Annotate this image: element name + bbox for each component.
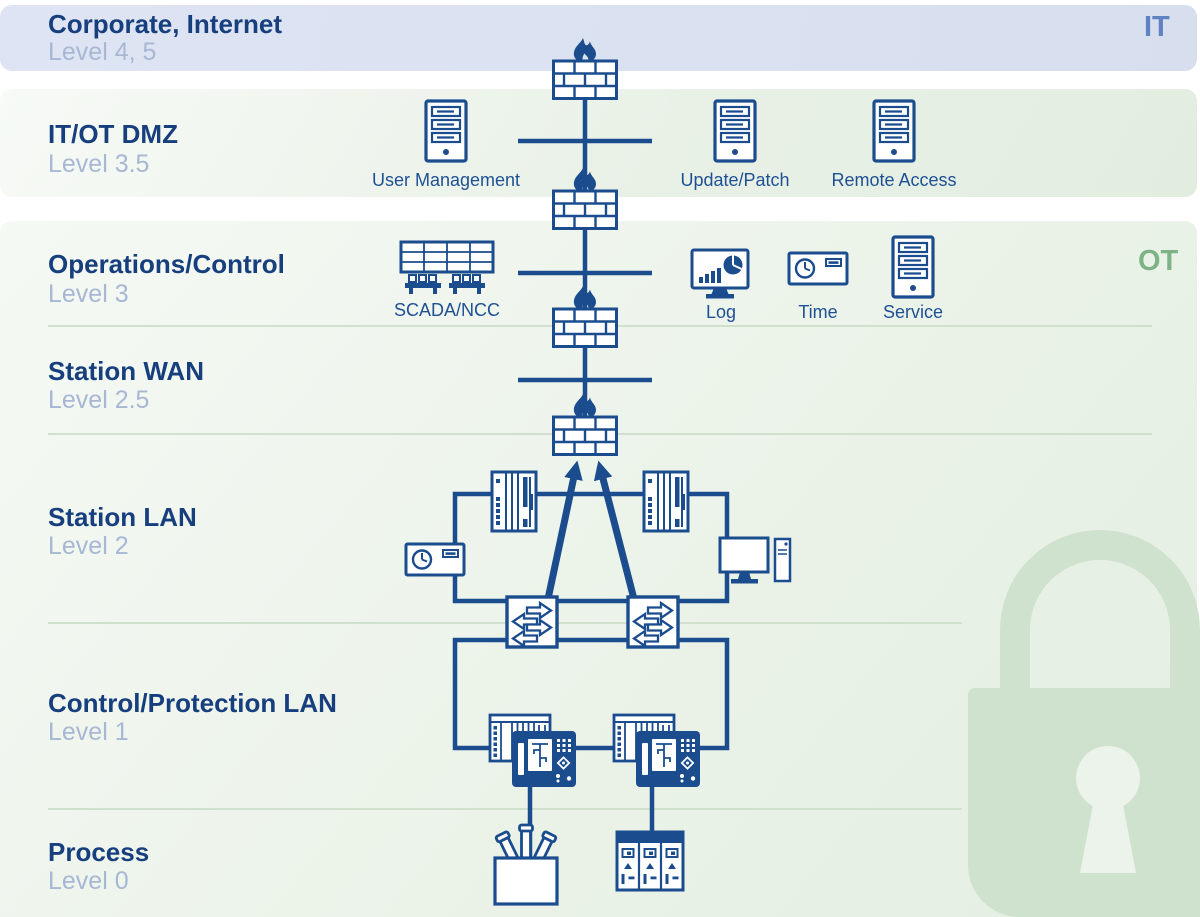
level-divider xyxy=(48,622,962,624)
label-time: Time xyxy=(798,302,838,322)
zone-level-control-lan: Level 1 xyxy=(48,718,129,746)
zone-title-station-lan: Station LAN xyxy=(48,502,197,532)
protection-relay-icon xyxy=(512,731,576,787)
firewall-icon xyxy=(552,38,618,100)
rack-controller-icon xyxy=(642,470,690,533)
label-service: Service xyxy=(882,302,944,322)
protection-relay-icon xyxy=(636,731,700,787)
level-divider xyxy=(48,808,962,810)
firewall-icon xyxy=(552,286,618,348)
server-icon xyxy=(424,99,468,163)
switch-icon xyxy=(505,595,559,649)
rack-controller-icon xyxy=(490,470,538,533)
ot-badge: OT xyxy=(1138,245,1179,277)
it-badge: IT xyxy=(1144,11,1170,43)
workstation-icon xyxy=(718,536,792,584)
label-remote-access: Remote Access xyxy=(831,170,957,190)
log-monitor-icon xyxy=(690,248,750,299)
zone-level-station-lan: Level 2 xyxy=(48,532,129,560)
zone-level-process: Level 0 xyxy=(48,867,129,895)
zone-level-corporate: Level 4, 5 xyxy=(48,38,157,66)
server-icon xyxy=(713,99,757,163)
zone-title-control-lan: Control/Protection LAN xyxy=(48,688,337,718)
zone-title-corporate: Corporate, Internet xyxy=(48,9,283,39)
server-icon xyxy=(891,235,935,299)
switch-icon xyxy=(626,595,680,649)
time-server-icon xyxy=(787,251,849,286)
server-icon xyxy=(872,99,916,163)
label-update-patch: Update/Patch xyxy=(680,170,790,190)
video-wall-icon xyxy=(399,240,495,294)
zone-title-operations: Operations/Control xyxy=(48,249,285,279)
firewall-icon xyxy=(552,394,618,456)
zone-title-dmz: IT/OT DMZ xyxy=(48,119,178,149)
padlock-watermark-icon xyxy=(968,530,1200,917)
zone-level-dmz: Level 3.5 xyxy=(48,150,150,178)
label-user-management: User Management xyxy=(371,170,521,190)
label-log: Log xyxy=(705,302,737,322)
label-scada: SCADA/NCC xyxy=(393,300,501,320)
zone-title-station-wan: Station WAN xyxy=(48,356,204,386)
zone-level-station-wan: Level 2.5 xyxy=(48,386,150,414)
transformer-icon xyxy=(493,823,559,906)
time-server-icon xyxy=(404,542,466,577)
zone-level-operations: Level 3 xyxy=(48,280,129,308)
zone-band-ot xyxy=(0,221,1200,917)
zone-title-process: Process xyxy=(48,837,150,867)
firewall-icon xyxy=(552,168,618,230)
switchgear-icon xyxy=(615,830,685,892)
